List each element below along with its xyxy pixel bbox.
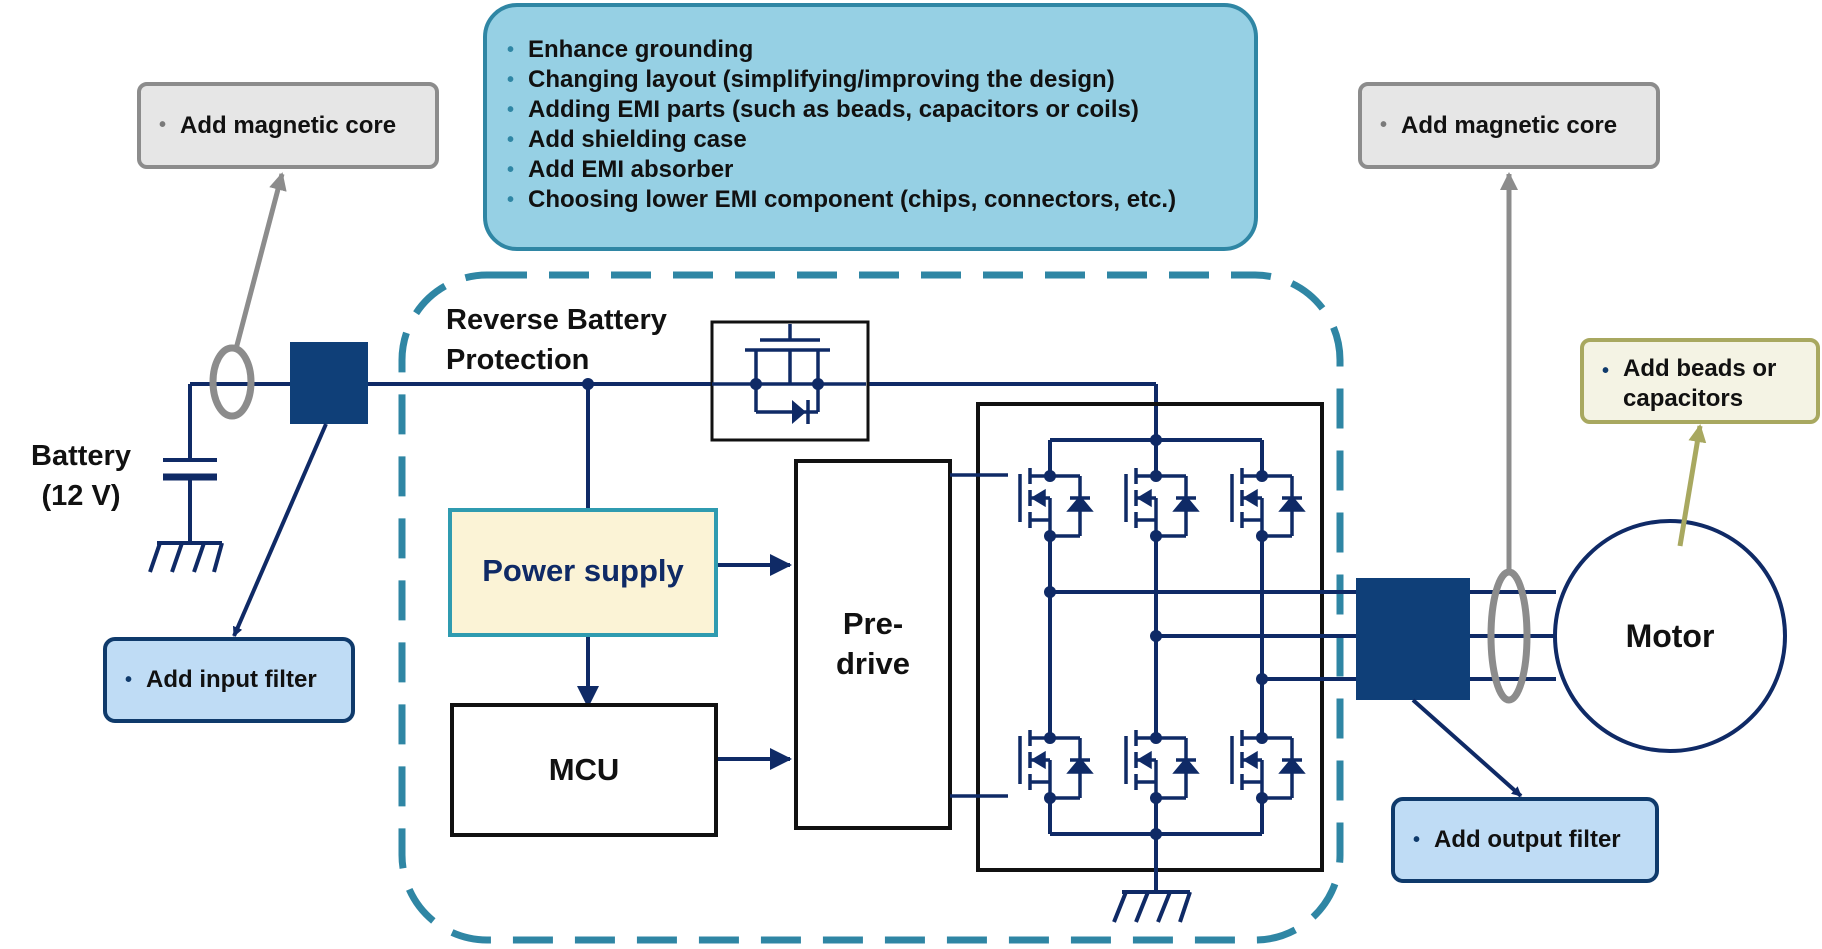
bullet-icon: • (125, 668, 133, 691)
top-note-item: •Changing layout (simplifying/improving … (507, 66, 1115, 93)
mosfet-high-w (1230, 440, 1304, 538)
junction-dot (582, 378, 594, 390)
predrive-box (794, 459, 952, 830)
output-filter-block (1356, 578, 1470, 700)
top-note-item: •Choosing lower EMI component (chips, co… (507, 186, 1177, 213)
input-filter-note: •Add input filter (103, 637, 355, 723)
ground-symbol-left (148, 541, 224, 573)
top-note-item: •Adding EMI parts (such as beads, capaci… (507, 96, 1139, 123)
top-countermeasures-note: •Enhance grounding •Changing layout (sim… (483, 3, 1258, 251)
reverse-protection-mosfet (710, 320, 870, 442)
magnetic-core-right (1487, 568, 1531, 704)
left-magnetic-core-note: •Add magnetic core (137, 82, 439, 169)
bullet-icon: • (159, 114, 167, 136)
top-note-item: •Add shielding case (507, 126, 747, 153)
motor-circle (1553, 519, 1787, 753)
top-note-item: •Enhance grounding (507, 36, 754, 63)
predrive-label: Pre- drive (835, 606, 911, 681)
mosfet-high-v (1124, 440, 1198, 538)
power-supply-box (448, 508, 718, 637)
reverse-protection-label: Reverse Battery Protection (446, 304, 667, 376)
magnetic-core-left (209, 344, 255, 420)
bullet-icon: • (507, 189, 515, 211)
bullet-icon: • (507, 129, 515, 151)
motor-label: Motor (1625, 618, 1715, 654)
mcu-box (450, 703, 718, 837)
bullet-icon: • (1380, 114, 1388, 136)
bullet-icon: • (507, 159, 515, 181)
input-filter-block (290, 342, 368, 424)
output-filter-note: •Add output filter (1391, 797, 1659, 883)
bullet-icon: • (507, 99, 515, 121)
power-supply-label: Power supply (482, 553, 684, 588)
supply-wire (190, 382, 1158, 510)
mosfet-high-u (1018, 440, 1092, 538)
mosfet-low-u (1018, 702, 1092, 800)
ground-symbol-bottom (1112, 890, 1192, 923)
right-magnetic-core-note: •Add magnetic core (1358, 82, 1660, 169)
mcu-label: MCU (548, 752, 620, 787)
mosfet-low-v (1124, 702, 1198, 800)
bullet-icon: • (1413, 828, 1421, 851)
battery-label: Battery (12 V) (31, 440, 131, 512)
module-boundary (398, 271, 1344, 944)
mosfet-low-w (1230, 702, 1304, 800)
bullet-icon: • (507, 39, 515, 61)
bullet-icon: • (1602, 360, 1610, 382)
bullet-icon: • (507, 69, 515, 91)
top-note-list: •Enhance grounding •Changing layout (sim… (507, 35, 1176, 215)
beads-capacitors-note: •Add beads or capacitors (1580, 338, 1820, 424)
top-note-item: •Add EMI absorber (507, 156, 734, 183)
